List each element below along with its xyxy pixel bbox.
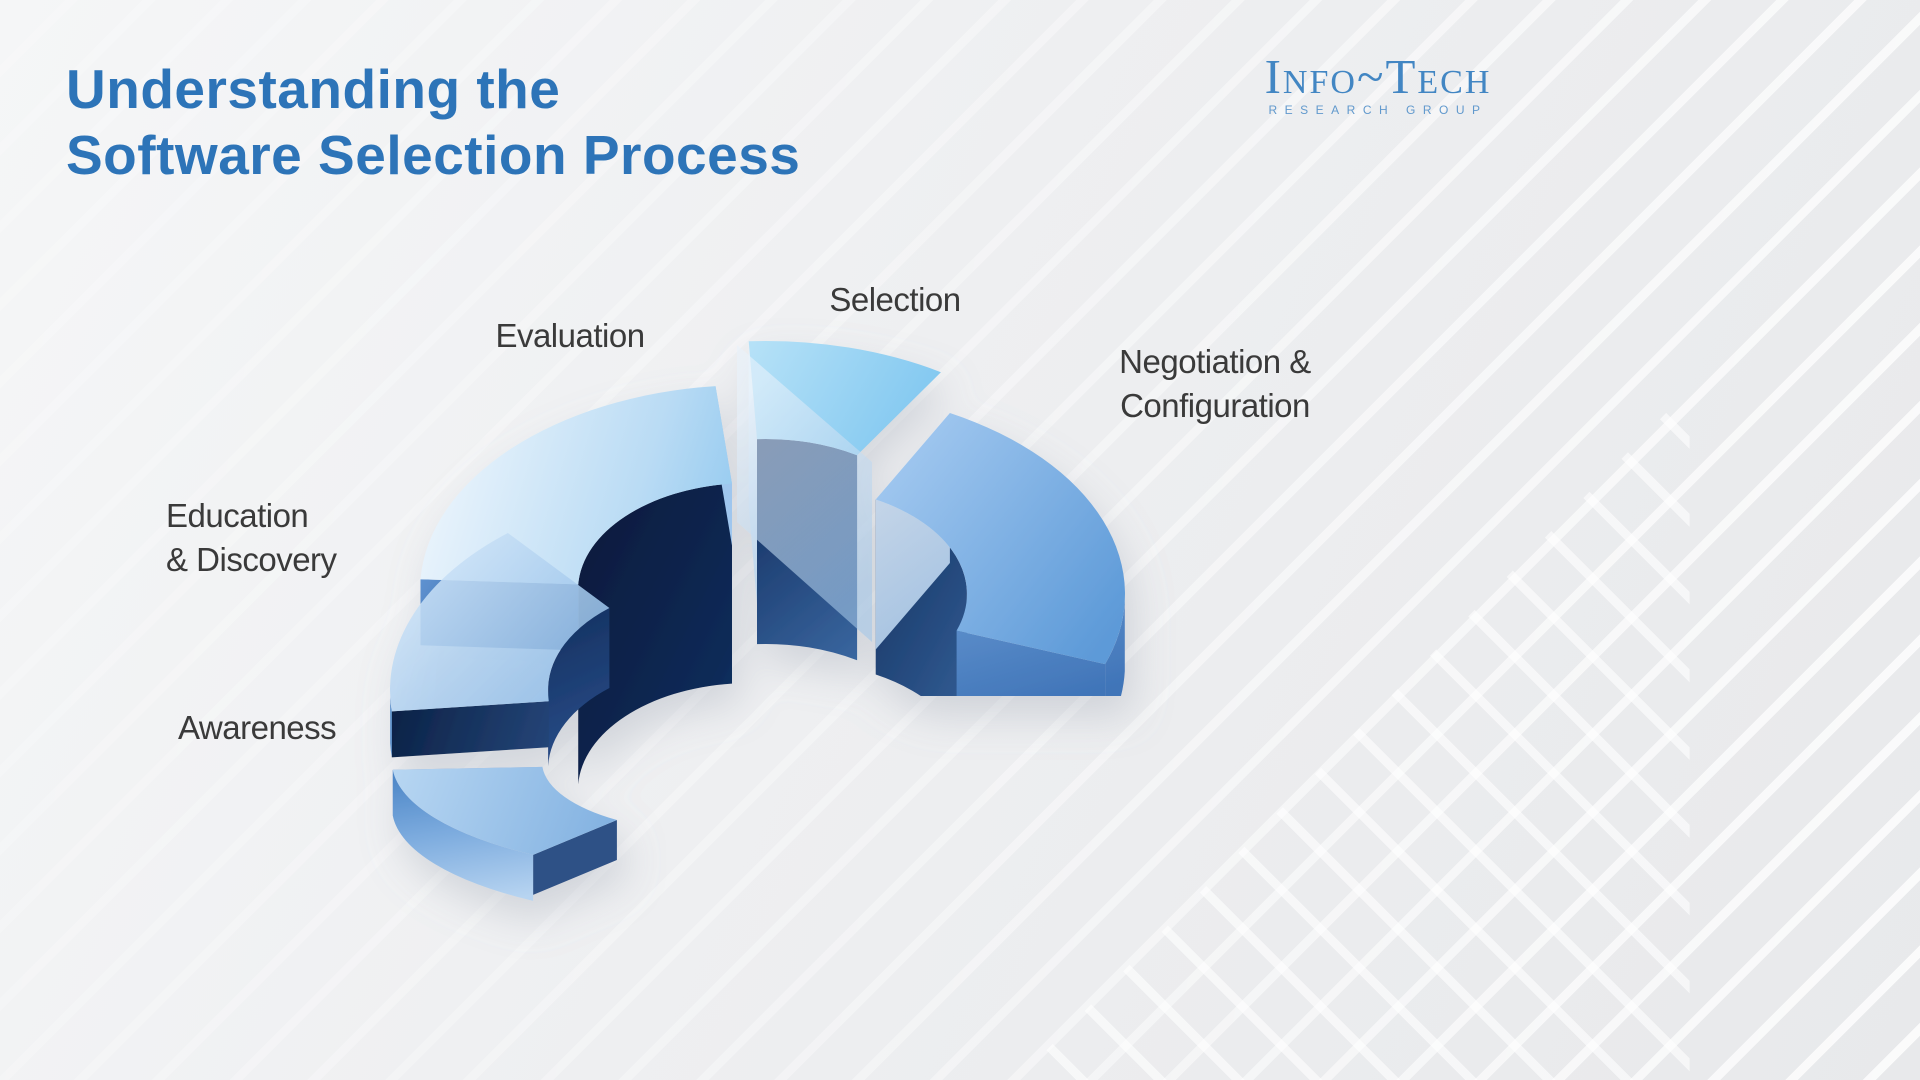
- segment-education-inner-wall: [548, 608, 610, 767]
- segment-awareness-outer-wall: [392, 769, 534, 901]
- segment-evaluation-top-face: [420, 386, 732, 585]
- logo-wordmark: Info~Tech: [1264, 49, 1492, 104]
- title-line-2: Software Selection Process: [66, 124, 801, 186]
- segment-awareness-top-face: [392, 766, 617, 855]
- segment-label-education: Education & Discovery: [166, 497, 337, 578]
- segment-label-awareness: Awareness: [178, 709, 337, 746]
- segment-awareness-cut-face-end: [533, 820, 617, 895]
- logo-subtitle: RESEARCH GROUP: [1268, 103, 1488, 117]
- segment-education-top-face: [390, 533, 610, 712]
- segment-evaluation-inner-wall: [578, 483, 732, 785]
- segment-negotiation: [875, 413, 1125, 696]
- glass-panel-face: [737, 345, 872, 642]
- segment-awareness: [392, 766, 617, 901]
- glass-panel-selection: [737, 345, 872, 642]
- segment-label-selection: Selection: [829, 281, 961, 318]
- page-title: Understanding the Software Selection Pro…: [66, 56, 800, 188]
- segment-education: [390, 533, 610, 767]
- infotech-logo: Info~Tech RESEARCH GROUP: [1238, 49, 1518, 118]
- segment-negotiation-outer-wall: [1105, 601, 1125, 696]
- segment-negotiation-top-face: [875, 413, 1125, 665]
- segment-label-evaluation: Evaluation: [495, 317, 645, 354]
- segment-negotiation-cut-face-start: [956, 630, 1106, 696]
- segment-education-outer-wall: [390, 697, 392, 758]
- segment-label-negotiation: Negotiation & Configuration: [1119, 343, 1311, 424]
- title-line-1: Understanding the: [66, 58, 561, 120]
- segment-education-cut-face-end: [391, 701, 549, 758]
